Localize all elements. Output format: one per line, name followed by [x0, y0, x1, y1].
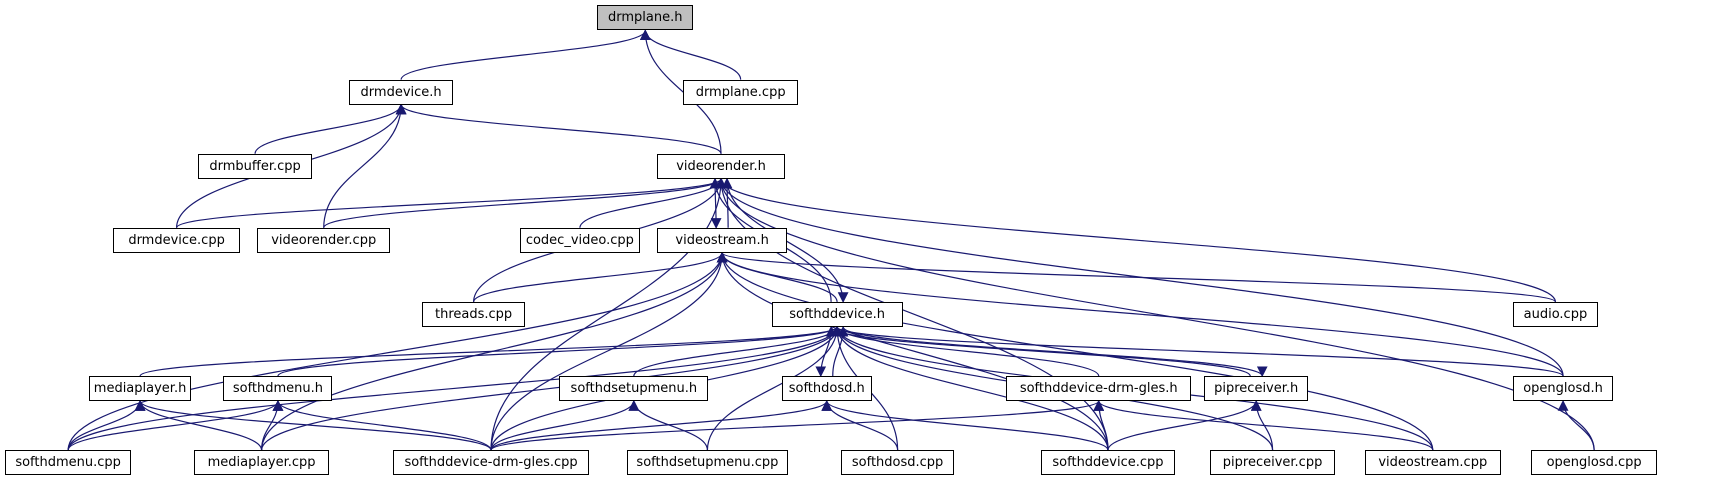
edge-softhddevice-cpp-to-videostream-h [716, 251, 1109, 451]
edge-softhddevice-drm-gles-cpp-to-videostream-h [490, 251, 728, 451]
edge-openglosd-cpp-to-openglosd-h [1557, 399, 1595, 451]
edge-openglosd-h-to-videostream-h [716, 251, 1564, 377]
node-softhddevice-drm-gles-h[interactable]: softhddevice-drm-gles.h [1006, 376, 1192, 402]
edge-videorender-h-to-drmplane-h [639, 29, 722, 154]
node-softhdosd-h[interactable]: softhdosd.h [781, 376, 872, 402]
node-pipreceiver-cpp[interactable]: pipreceiver.cpp [1209, 450, 1336, 476]
node-softhdsetupmenu-cpp[interactable]: softhdsetupmenu.cpp [626, 450, 789, 476]
edge-softhddevice-cpp-to-softhddevice-h [831, 325, 1109, 451]
edge-softhddevice-drm-gles-cpp-to-softhdosd-h [490, 399, 833, 451]
node-videostream-cpp[interactable]: videostream.cpp [1364, 450, 1501, 476]
edge-softhddevice-cpp-to-softhdosd-h [821, 399, 1109, 451]
edge-mediaplayer-cpp-to-softhddevice-h [261, 325, 843, 451]
edge-videorender-h-to-drmdevice-h [395, 103, 722, 154]
edge-openglosd-h-to-softhddevice-h [832, 325, 1564, 377]
edge-videostream-cpp-to-videostream-h [716, 251, 1434, 451]
edge-softhddevice-h-to-pipreceiver-h [842, 326, 1268, 378]
edge-threads-cpp-to-videostream-h [473, 251, 728, 303]
node-videorender-cpp[interactable]: videorender.cpp [257, 227, 391, 253]
node-openglosd-h[interactable]: openglosd.h [1512, 376, 1614, 402]
edge-softhdmenu-cpp-to-mediaplayer-h [67, 399, 146, 451]
edge-softhddevice-drm-gles-cpp-to-mediaplayer-h [134, 399, 492, 451]
edge-drmbuffer-cpp-to-drmdevice-h [254, 103, 407, 154]
edge-softhdmenu-cpp-to-softhdmenu-h [67, 399, 284, 451]
edge-softhdmenu-cpp-to-softhddevice-h [67, 325, 843, 451]
node-mediaplayer-cpp[interactable]: mediaplayer.cpp [194, 450, 330, 476]
edge-softhddevice-drm-gles-cpp-to-videorender-h [490, 177, 727, 451]
edge-softhdmenu-cpp-to-videostream-h [67, 251, 728, 451]
node-softhddevice-drm-gles-cpp[interactable]: softhddevice-drm-gles.cpp [393, 450, 589, 476]
edge-videorender-cpp-to-videorender-h [323, 177, 727, 229]
edge-pipreceiver-cpp-to-pipreceiver-h [1250, 399, 1274, 451]
node-threads-cpp[interactable]: threads.cpp [421, 301, 526, 327]
edge-videostream-cpp-to-softhddevice-drm-gles-h [1093, 399, 1434, 451]
node-mediaplayer-h[interactable]: mediaplayer.h [89, 376, 191, 402]
node-drmdevice-h[interactable]: drmdevice.h [348, 79, 454, 105]
node-audio-cpp[interactable]: audio.cpp [1512, 301, 1598, 327]
node-drmplane-cpp[interactable]: drmplane.cpp [683, 79, 798, 105]
node-drmbuffer-cpp[interactable]: drmbuffer.cpp [198, 153, 312, 179]
edge-softhddevice-cpp-to-videorender-h [715, 177, 1109, 451]
node-videostream-h[interactable]: videostream.h [657, 227, 787, 253]
edge-pipreceiver-h-to-softhddevice-h [825, 325, 1251, 377]
node-softhdosd-cpp[interactable]: softhdosd.cpp [841, 450, 954, 476]
edge-drmdevice-h-to-drmplane-h [400, 29, 651, 80]
node-softhdmenu-h[interactable]: softhdmenu.h [223, 376, 333, 402]
edge-softhdsetupmenu-cpp-to-softhdsetupmenu-h [628, 399, 709, 451]
edge-audio-cpp-to-videorender-h [715, 177, 1557, 303]
node-softhdsetupmenu-h[interactable]: softhdsetupmenu.h [559, 376, 709, 402]
edge-softhddevice-drm-gles-cpp-to-softhddevice-drm-gles-h [490, 399, 1104, 451]
node-codec-video-cpp[interactable]: codec_video.cpp [519, 227, 640, 253]
node-pipreceiver-h[interactable]: pipreceiver.h [1204, 376, 1308, 402]
edge-openglosd-cpp-to-videorender-h [715, 177, 1595, 451]
edge-softhddevice-drm-gles-cpp-to-softhdsetupmenu-h [490, 399, 640, 451]
node-videorender-h[interactable]: videorender.h [657, 153, 785, 179]
edge-softhdsetupmenu-cpp-to-softhddevice-h [706, 325, 843, 451]
edge-softhddevice-drm-gles-cpp-to-softhdmenu-h [272, 399, 492, 451]
edge-mediaplayer-h-to-softhddevice-h [139, 325, 843, 377]
edge-drmplane-cpp-to-drmplane-h [639, 29, 742, 80]
edge-videorender-h-to-videostream-h [710, 178, 722, 229]
node-softhddevice-cpp[interactable]: softhddevice.cpp [1040, 450, 1175, 476]
node-drmdevice-cpp[interactable]: drmdevice.cpp [113, 227, 240, 253]
edge-softhddevice-cpp-to-pipreceiver-h [1107, 399, 1262, 451]
node-softhddevice-h[interactable]: softhddevice.h [771, 301, 903, 327]
edge-softhddevice-h-to-videostream-h [716, 251, 838, 303]
node-softhdmenu-cpp[interactable]: softhdmenu.cpp [5, 450, 131, 476]
edge-audio-cpp-to-videostream-h [717, 251, 1557, 303]
node-drmplane-h[interactable]: drmplane.h [597, 5, 694, 31]
node-openglosd-cpp[interactable]: openglosd.cpp [1531, 450, 1657, 476]
edge-drmdevice-cpp-to-videorender-h [175, 177, 727, 229]
edge-softhdmenu-h-to-softhddevice-h [277, 325, 843, 377]
edge-softhddevice-h-to-softhdosd-h [815, 326, 832, 378]
